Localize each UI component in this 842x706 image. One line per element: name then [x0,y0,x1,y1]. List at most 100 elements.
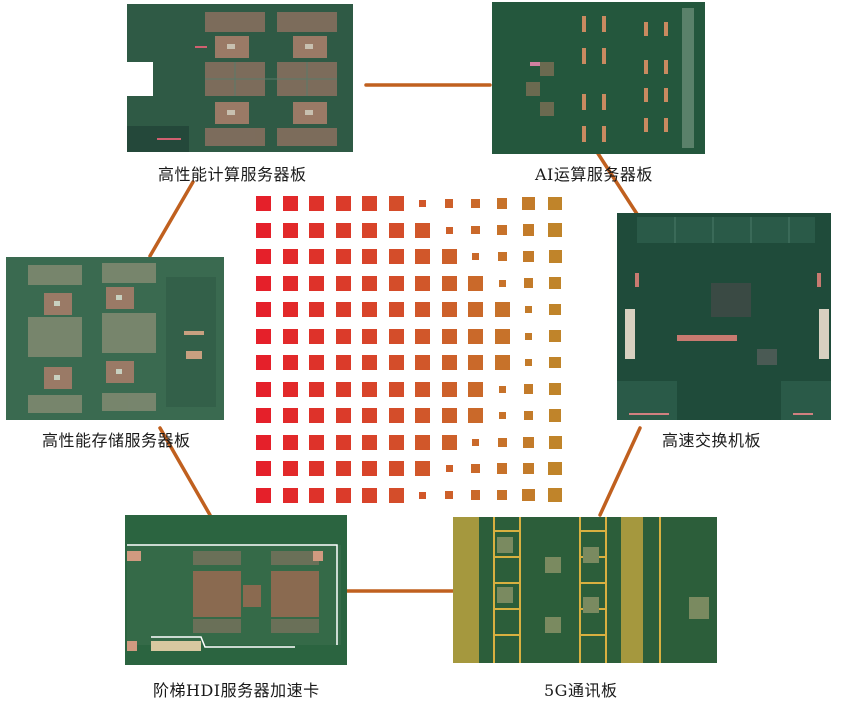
label-ai: AI运算服务器板 [535,165,653,184]
board-image-storage [6,257,224,420]
halftone-square [362,222,377,238]
connector-bottom-right [598,426,642,517]
halftone-square [525,359,532,366]
connector-bottom-left [158,426,212,517]
halftone-square [468,275,483,291]
halftone-square [282,275,298,291]
halftone-square [522,224,535,236]
halftone-square [388,408,404,423]
halftone-square [441,275,457,291]
halftone-square [282,302,298,317]
board-image-hpc [127,4,353,152]
halftone-square [335,196,351,211]
halftone-square [388,434,404,450]
halftone-square [549,330,561,342]
halftone-square [256,355,271,370]
halftone-square [525,332,532,340]
halftone-square [388,302,404,317]
halftone-square [498,412,506,419]
halftone-square [522,197,535,210]
halftone-square [415,275,430,291]
halftone-square [523,384,534,394]
halftone-square [309,381,324,397]
halftone-square [441,302,457,317]
halftone-square [548,276,562,290]
halftone-square [282,196,298,211]
halftone-square [335,222,351,238]
halftone-square [441,434,457,450]
halftone-square [256,275,271,291]
halftone-square [445,465,453,472]
halftone-square [415,249,430,264]
halftone-square [388,275,404,291]
halftone-square [441,328,457,344]
halftone-square [415,381,430,397]
halftone-square [496,224,508,236]
halftone-square [335,461,351,476]
halftone-square [282,328,298,344]
halftone-square [471,464,480,473]
halftone-square [335,408,351,423]
connector-top-left [148,180,195,258]
halftone-square [362,249,377,264]
halftone-square [497,437,507,447]
halftone-square [549,356,561,369]
halftone-square [522,488,535,502]
halftone-square [309,302,324,317]
halftone-square [470,198,481,209]
halftone-square [468,381,483,397]
label-5g: 5G通讯板 [544,681,618,700]
halftone-square [309,275,324,291]
halftone-square [548,223,562,237]
halftone-square [335,355,351,370]
halftone-square [441,381,457,397]
halftone-square [419,491,426,499]
halftone-square [282,461,298,476]
halftone-square [282,408,298,423]
halftone-square [362,408,377,423]
halftone-square [282,222,298,238]
halftone-square [444,199,454,208]
halftone-square [362,434,377,450]
halftone-square [309,461,324,476]
halftone-square [548,382,562,396]
halftone-square [388,355,404,370]
halftone-square [415,408,430,423]
halftone-square [309,222,324,238]
halftone-square [309,249,324,264]
halftone-square [256,487,271,503]
halftone-square [468,355,483,370]
halftone-square [497,252,507,261]
halftone-square [256,461,271,476]
board-image-5g [453,517,717,663]
label-storage: 高性能存储服务器板 [42,431,191,450]
halftone-square [468,408,483,423]
halftone-square [256,381,271,397]
halftone-square [388,487,404,503]
halftone-square [523,278,534,288]
halftone-square [388,461,404,476]
halftone-square [415,302,430,317]
halftone-square [496,463,508,474]
halftone-square [309,487,324,503]
halftone-square [256,249,271,264]
halftone-square [335,381,351,397]
halftone-square [415,434,430,450]
halftone-square [309,355,324,370]
halftone-square [441,355,457,370]
halftone-square [335,487,351,503]
halftone-square [523,436,534,448]
halftone-square [309,328,324,344]
board-image-hdi [125,515,347,665]
halftone-square [548,435,562,449]
halftone-square [335,275,351,291]
halftone-square [362,487,377,503]
halftone-square [441,408,457,423]
halftone-square [362,355,377,370]
halftone-square [548,461,562,476]
center-halftone-pattern [256,196,568,508]
halftone-square [498,385,506,393]
label-hdi: 阶梯HDI服务器加速卡 [153,681,320,700]
halftone-square [444,490,454,500]
